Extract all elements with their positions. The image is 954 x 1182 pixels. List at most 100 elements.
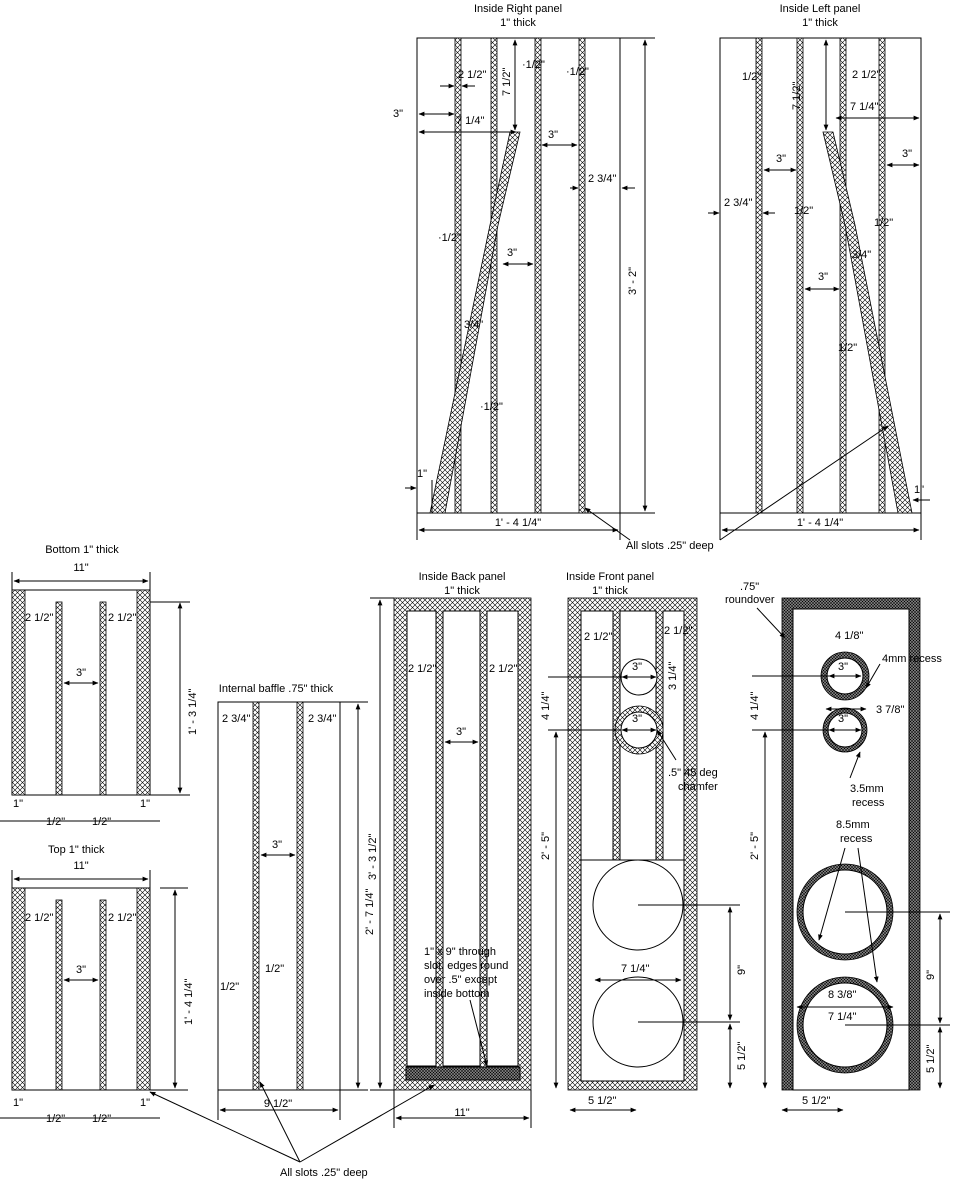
- dim-label: 1": [417, 468, 427, 480]
- panel-thickness: 1" thick: [500, 17, 536, 29]
- panel-title: Inside Left panel: [780, 3, 861, 15]
- dim-label: 1/2": [265, 963, 284, 975]
- dim-label: 3": [507, 247, 517, 259]
- top-panel: Top 1" thick 11" 2 1/2" 2 1/2" 3" 1' - 4…: [0, 844, 195, 1125]
- dim-label: 11": [73, 860, 88, 872]
- panel-title: Top 1" thick: [48, 844, 105, 856]
- inside-front-panel: Inside Front panel 1" thick 2 1/2" 2 1/2…: [540, 571, 748, 1113]
- dim-label: 3": [456, 726, 466, 738]
- note-line: over .5" except: [424, 974, 497, 986]
- dim-label: 2 3/4": [308, 713, 336, 725]
- note-line: .5" 45 deg: [668, 767, 718, 779]
- dim-label: 2 3/4": [724, 197, 752, 209]
- dim-label: 1/2": [794, 205, 813, 217]
- dim-label: 3' - 2": [627, 267, 639, 295]
- panel-thickness: 1" thick: [802, 17, 838, 29]
- dim-label: 2' - 7 1/4": [364, 889, 376, 935]
- dim-label: 7 1/4": [850, 101, 878, 113]
- dim-label: 2 1/2": [408, 663, 436, 675]
- dim-label: 1": [13, 798, 23, 810]
- dim-label: 1/2": [92, 816, 111, 828]
- bottom-panel: Bottom 1" thick 2 1/2" 2 1/2" 11" 3" 1' …: [0, 544, 199, 828]
- note-line: inside bottom: [424, 988, 489, 1000]
- note-line: 1" x 9" through: [424, 946, 496, 958]
- dim-label: 2 1/2": [489, 663, 517, 675]
- inside-left-panel: Inside Left panel 1" thick 7 1/2" 1/2" 2…: [708, 3, 930, 540]
- panel-title: Bottom 1" thick: [45, 544, 119, 556]
- dim-label: 1": [13, 1097, 23, 1109]
- note-line: 8.5mm: [836, 819, 870, 831]
- dim-label: 3/4": [464, 319, 483, 331]
- dim-label: 11": [454, 1107, 469, 1119]
- dim-label: ·1/2": [438, 232, 461, 244]
- dim-label: 1/2": [46, 1113, 65, 1125]
- dim-label: 2 1/2": [108, 612, 136, 624]
- front-baffle: .75" roundover 4mm recess 3.5mm recess 8…: [725, 581, 950, 1113]
- dim-label: 1/2": [874, 217, 893, 229]
- dim-label: 9": [925, 970, 937, 980]
- dim-label: 3": [76, 667, 86, 679]
- dim-label: 1/2": [220, 981, 239, 993]
- dim-label: 3' - 3 1/2": [367, 834, 379, 880]
- panel-thickness: 1" thick: [444, 585, 480, 597]
- panel-thickness: 1" thick: [592, 585, 628, 597]
- dim-label: 2 1/2": [584, 631, 612, 643]
- dim-label: 5 1/2": [588, 1095, 616, 1107]
- note-line: recess: [852, 797, 885, 809]
- inside-right-panel: Inside Right panel 1" thick 3" 2 1/2" 7 …: [393, 3, 655, 540]
- dim-label: 2 3/4": [222, 713, 250, 725]
- dim-label: 1": [140, 1097, 150, 1109]
- dim-label: 9": [736, 965, 748, 975]
- note-line: 4mm recess: [882, 653, 942, 665]
- dim-label: 4 1/8": [835, 630, 863, 642]
- dim-label: 8 3/8": [828, 989, 856, 1001]
- dim-label: 3": [838, 713, 848, 725]
- dim-label: 3": [632, 713, 642, 725]
- panel-title: Inside Back panel: [419, 571, 506, 583]
- through-slot: [405, 1066, 521, 1081]
- dim-label: 1' - 4 1/4": [797, 517, 843, 529]
- dim-label: 2 1/2": [25, 612, 53, 624]
- dim-label: 2 3/4": [588, 173, 616, 185]
- internal-baffle: Internal baffle .75" thick 2 3/4" 2 3/4"…: [217, 683, 376, 1120]
- dim-label: 3": [76, 964, 86, 976]
- dim-label: 3": [393, 108, 403, 120]
- dim-label: 7 1/4": [456, 115, 484, 127]
- dim-label: 3": [776, 153, 786, 165]
- dim-label: 1/2": [742, 71, 761, 83]
- dim-label: 3 7/8": [876, 704, 904, 716]
- panel-title: Internal baffle .75" thick: [219, 683, 334, 695]
- note-line: .75": [740, 581, 759, 593]
- dim-label: ·1/2": [566, 66, 589, 78]
- inside-back-panel: Inside Back panel 1" thick 2 1/2" 2 1/2"…: [367, 571, 532, 1128]
- dim-label: 2 1/2": [664, 625, 692, 637]
- dim-label: 9 1/2": [264, 1098, 292, 1110]
- dim-label: 1' - 3 1/4": [187, 689, 199, 735]
- dim-label: 1": [140, 798, 150, 810]
- dim-label: 3": [272, 839, 282, 851]
- dim-label: 2 1/2": [108, 912, 136, 924]
- note-line: slot, edges round: [424, 960, 508, 972]
- dim-label: 11": [73, 562, 88, 574]
- dim-label: 3 1/4": [667, 662, 679, 690]
- slot-depth-note: All slots .25" deep: [280, 1167, 368, 1179]
- dim-label: 7 1/2": [501, 68, 513, 96]
- dim-label: 3": [632, 661, 642, 673]
- dim-label: 3": [838, 661, 848, 673]
- diagonal-slot: [429, 131, 521, 514]
- dim-label: 3": [548, 129, 558, 141]
- dim-label: 1/2": [838, 342, 857, 354]
- panel-title: Inside Right panel: [474, 3, 562, 15]
- diagonal-slot: [822, 131, 913, 514]
- dim-label: ·1/2": [522, 59, 545, 71]
- dim-label: 3/4": [852, 249, 871, 261]
- dim-label: 5 1/2": [925, 1045, 937, 1073]
- dim-label: 7 1/4": [621, 963, 649, 975]
- dim-label: 7 1/4": [828, 1011, 856, 1023]
- note-line: 3.5mm: [850, 783, 884, 795]
- dim-label: 2 1/2": [458, 69, 486, 81]
- note-line: recess: [840, 833, 873, 845]
- dim-label: 1/2": [46, 816, 65, 828]
